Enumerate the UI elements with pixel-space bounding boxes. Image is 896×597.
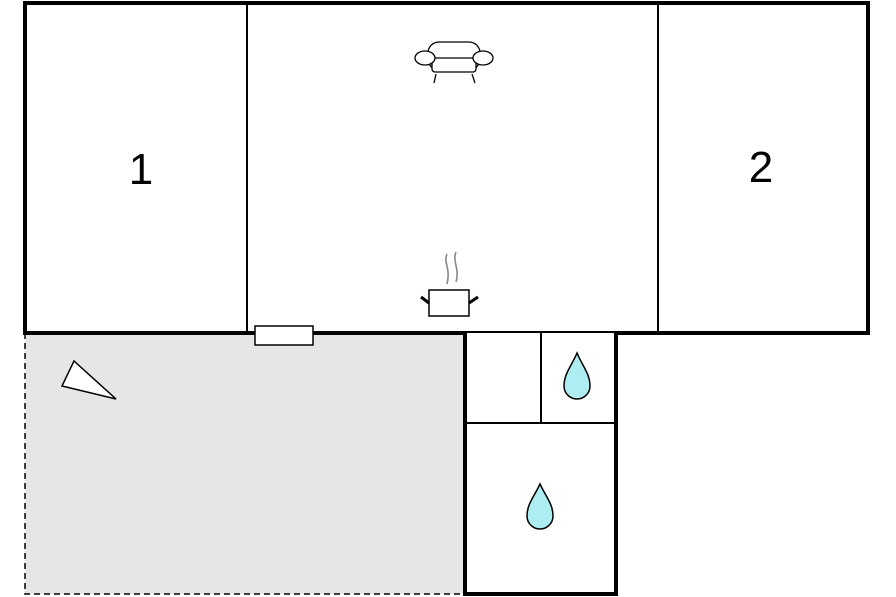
- entrance-door: [254, 325, 314, 346]
- cooking-pot-icon: [420, 251, 479, 317]
- main-outer-wall: [23, 1, 870, 335]
- bedroom-2: [658, 3, 868, 333]
- water-drop-icon: [526, 482, 554, 530]
- bedroom-2-label: 2: [749, 143, 773, 192]
- terrace-area: [24, 333, 465, 595]
- sofa-icon: [414, 41, 494, 84]
- sun-lounger-icon: [60, 359, 117, 400]
- bedroom-1-label: 1: [129, 145, 153, 194]
- water-drop-icon: [563, 351, 591, 400]
- bedroom-1: [25, 3, 247, 333]
- bathroom-annex: [463, 333, 618, 596]
